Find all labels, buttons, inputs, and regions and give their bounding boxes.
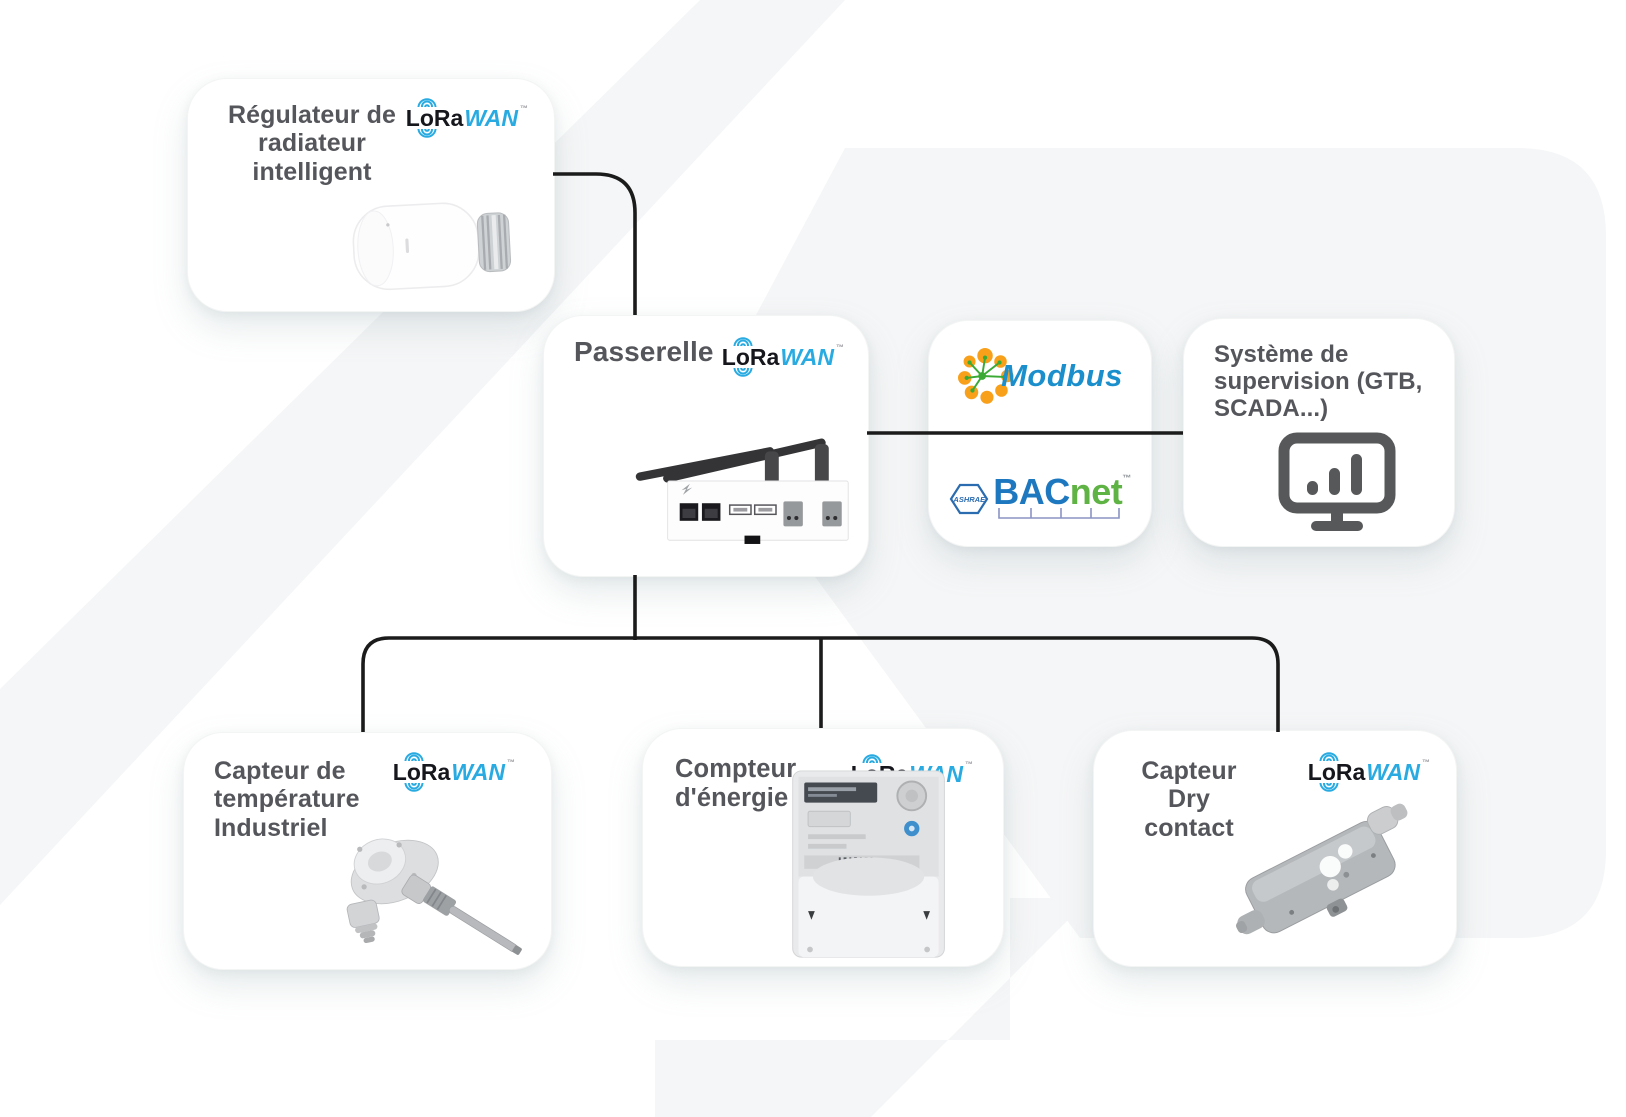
monitor-chart-icon: [1278, 432, 1396, 531]
lorawan-o-letter: o: [419, 105, 434, 131]
lorawan-wan: WAN: [1366, 759, 1420, 785]
bacnet-net: net: [1069, 471, 1123, 512]
modbus-label: Modbus: [1001, 358, 1123, 393]
signal-arcs-icon: [733, 368, 753, 377]
lorawan-l: L: [1307, 759, 1322, 785]
lorawan-tm: ™: [965, 760, 973, 769]
temperature-title: Capteur de température Industriel: [214, 757, 360, 842]
bacnet-bus-icon: [998, 508, 1121, 519]
title-line: contact: [1144, 813, 1234, 842]
lorawan-o: o: [404, 752, 424, 792]
signal-arcs-icon: [404, 783, 424, 792]
lorawan-ra: Ra: [420, 759, 451, 785]
lorawan-o-letter: o: [406, 759, 421, 785]
smart-radiator-valve-image: [352, 202, 512, 291]
lorawan-l: L: [721, 344, 736, 370]
lorawan-o-letter: o: [735, 344, 750, 370]
title-line: Dry: [1168, 785, 1210, 814]
lorawan-tm: ™: [507, 758, 515, 767]
title-line: Compteur: [675, 755, 797, 783]
bacnet-logo: ASHRAE BACnet™: [929, 471, 1151, 519]
supervision-title: Système de supervision (GTB, SCADA...): [1214, 341, 1422, 422]
lorawan-o: o: [417, 98, 437, 138]
lorawan-gateway-image: [635, 438, 849, 544]
background-bottom-stroke: [655, 898, 1090, 1117]
signal-arcs-icon: [404, 752, 424, 761]
title-line: Capteur: [1141, 757, 1237, 785]
gateway-antenna: [635, 447, 775, 481]
title-line: température: [214, 785, 360, 814]
title-line: Système de: [1214, 341, 1349, 368]
signal-arcs-icon: [417, 129, 437, 138]
node-protocols-card: Modbus ASHRAE BACnet™: [928, 320, 1152, 547]
bacnet-bac: BAC: [993, 471, 1070, 512]
signal-arcs-icon: [733, 337, 753, 346]
lorawan-tm: ™: [1422, 758, 1430, 767]
title-line: Industriel: [214, 813, 328, 842]
lorawan-wan: WAN: [451, 759, 505, 785]
lorawan-ra: Ra: [749, 344, 780, 370]
lorawan-ra: Ra: [433, 105, 464, 131]
signal-arcs-icon: [862, 754, 882, 763]
node-supervision-card: Système de supervision (GTB, SCADA...): [1183, 318, 1455, 547]
signal-arcs-icon: [417, 98, 437, 107]
bacnet-tm: ™: [1122, 473, 1131, 483]
signal-arcs-icon: [1319, 752, 1339, 761]
signal-arcs-icon: [1319, 783, 1339, 792]
modbus-icon: [958, 347, 1014, 404]
lorawan-wan: WAN: [780, 344, 834, 370]
industrial-temperature-probe-image: [346, 838, 522, 955]
ashrae-hexagon-icon: ASHRAE: [949, 482, 989, 516]
lorawan-wan: WAN: [464, 105, 518, 131]
title-line: intelligent: [252, 157, 372, 186]
title-line: Capteur de: [214, 757, 346, 785]
lorawan-l: L: [392, 759, 407, 785]
energy-meter-image: [792, 770, 945, 958]
energie-title: Compteur d'énergie: [675, 755, 796, 813]
lorawan-o: o: [1319, 752, 1339, 792]
lorawan-tm: ™: [520, 104, 528, 113]
lorawan-ra: Ra: [1335, 759, 1366, 785]
dry-contact-title: Capteur Dry contact: [1122, 757, 1256, 842]
gateway-antenna: [663, 438, 826, 483]
lorawan-o-letter: o: [1321, 759, 1336, 785]
modbus-logo: Modbus: [929, 347, 1151, 405]
title-line: d'énergie: [675, 783, 789, 812]
dry-contact-sensor-image: [1235, 803, 1408, 935]
title-line: Passerelle: [574, 336, 714, 367]
title-line: Régulateur de: [228, 101, 396, 129]
ashrae-label: ASHRAE: [953, 494, 986, 504]
lorawan-tm: ™: [836, 343, 844, 352]
title-line: supervision (GTB,: [1214, 368, 1423, 396]
title-line: radiateur: [258, 129, 366, 158]
lorawan-l: L: [405, 105, 420, 131]
regulateur-title: Régulateur de radiateur intelligent: [204, 101, 420, 186]
title-line: SCADA...): [1214, 395, 1329, 423]
passerelle-title: Passerelle: [574, 336, 714, 368]
bacnet-word: BACnet™: [993, 471, 1131, 519]
lorawan-o: o: [733, 337, 753, 377]
